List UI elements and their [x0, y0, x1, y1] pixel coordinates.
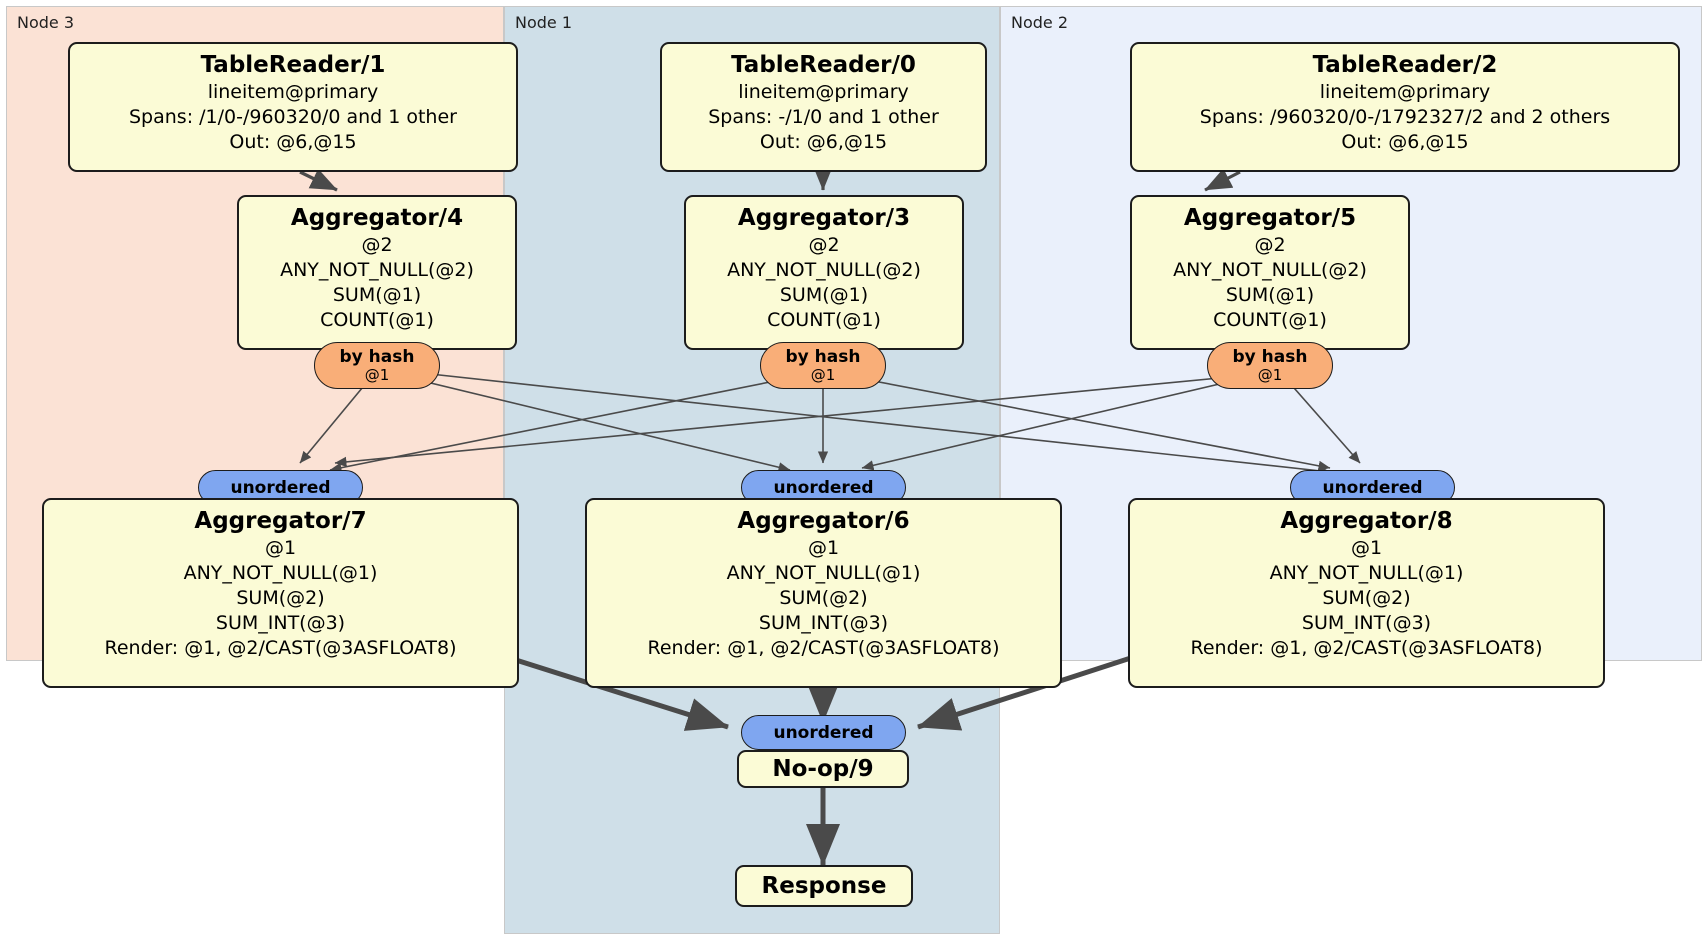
badge-label: unordered — [1322, 477, 1423, 498]
processor-line: @1 — [1350, 537, 1383, 559]
processor-line: @2 — [808, 234, 840, 256]
processor-tablereader-0[interactable]: TableReader/0 lineitem@primary Spans: -/… — [660, 42, 987, 172]
processor-line: @2 — [361, 234, 393, 256]
badge-sub: @1 — [364, 366, 390, 384]
processor-title: Aggregator/7 — [194, 508, 367, 534]
processor-title: Aggregator/8 — [1280, 508, 1453, 534]
processor-line: SUM_INT(@3) — [758, 612, 889, 634]
processor-line: ANY_NOT_NULL(@1) — [183, 562, 378, 584]
processor-line: Render: @1, @2/CAST(@3ASFLOAT8) — [1190, 637, 1543, 659]
processor-line: ANY_NOT_NULL(@2) — [727, 259, 921, 281]
processor-line: lineitem@primary — [1319, 81, 1491, 103]
processor-line: COUNT(@1) — [320, 309, 434, 331]
processor-response[interactable]: Response — [735, 865, 913, 907]
processor-line: Spans: -/1/0 and 1 other — [708, 106, 939, 128]
input-synchronizer-unordered-final[interactable]: unordered — [741, 715, 906, 750]
processor-line: Out: @6,@15 — [1341, 131, 1469, 153]
processor-tablereader-1[interactable]: TableReader/1 lineitem@primary Spans: /1… — [68, 42, 518, 172]
processor-line: Out: @6,@15 — [229, 131, 357, 153]
processor-title: Aggregator/3 — [737, 205, 911, 231]
output-router-by-hash-center[interactable]: by hash @1 — [760, 342, 886, 389]
region-node-3-label: Node 3 — [17, 13, 75, 32]
processor-line: Out: @6,@15 — [759, 131, 888, 153]
processor-tablereader-2[interactable]: TableReader/2 lineitem@primary Spans: /9… — [1130, 42, 1680, 172]
processor-title: TableReader/2 — [1312, 52, 1498, 78]
badge-label: by hash — [339, 347, 415, 367]
processor-line: SUM(@2) — [779, 587, 868, 609]
processor-line: ANY_NOT_NULL(@1) — [1269, 562, 1464, 584]
processor-line: lineitem@primary — [207, 81, 379, 103]
processor-line: Render: @1, @2/CAST(@3ASFLOAT8) — [104, 637, 457, 659]
badge-sub: @1 — [810, 366, 836, 384]
processor-aggregator-5[interactable]: Aggregator/5 @2 ANY_NOT_NULL(@2) SUM(@1)… — [1130, 195, 1410, 350]
region-node-1-label: Node 1 — [515, 13, 573, 32]
processor-line: @1 — [807, 537, 840, 559]
output-router-by-hash-right[interactable]: by hash @1 — [1207, 342, 1333, 389]
badge-label: unordered — [773, 477, 874, 498]
processor-aggregator-3[interactable]: Aggregator/3 @2 ANY_NOT_NULL(@2) SUM(@1)… — [684, 195, 964, 350]
processor-line: SUM(@2) — [236, 587, 325, 609]
processor-line: ANY_NOT_NULL(@2) — [280, 259, 474, 281]
processor-title: Aggregator/5 — [1183, 205, 1357, 231]
processor-line: SUM(@1) — [332, 284, 422, 306]
processor-aggregator-7[interactable]: Aggregator/7 @1 ANY_NOT_NULL(@1) SUM(@2)… — [42, 498, 519, 688]
processor-no-op-9[interactable]: No-op/9 — [737, 750, 909, 788]
badge-label: unordered — [773, 722, 874, 743]
processor-aggregator-4[interactable]: Aggregator/4 @2 ANY_NOT_NULL(@2) SUM(@1)… — [237, 195, 517, 350]
badge-label: by hash — [785, 347, 861, 367]
processor-line: SUM_INT(@3) — [1301, 612, 1432, 634]
processor-line: ANY_NOT_NULL(@2) — [1173, 259, 1367, 281]
processor-line: SUM_INT(@3) — [215, 612, 346, 634]
processor-aggregator-6[interactable]: Aggregator/6 @1 ANY_NOT_NULL(@1) SUM(@2)… — [585, 498, 1062, 688]
processor-line: ANY_NOT_NULL(@1) — [726, 562, 921, 584]
processor-line: COUNT(@1) — [767, 309, 881, 331]
processor-line: SUM(@1) — [1225, 284, 1315, 306]
processor-line: COUNT(@1) — [1213, 309, 1327, 331]
processor-line: SUM(@1) — [779, 284, 869, 306]
processor-line: lineitem@primary — [738, 81, 909, 103]
processor-line: Spans: /1/0-/960320/0 and 1 other — [129, 106, 457, 128]
region-node-2-label: Node 2 — [1011, 13, 1069, 32]
processor-line: @1 — [264, 537, 297, 559]
badge-label: unordered — [230, 477, 331, 498]
processor-title: No-op/9 — [772, 756, 874, 782]
processor-aggregator-8[interactable]: Aggregator/8 @1 ANY_NOT_NULL(@1) SUM(@2)… — [1128, 498, 1605, 688]
processor-line: Spans: /960320/0-/1792327/2 and 2 others — [1199, 106, 1611, 128]
badge-sub: @1 — [1257, 366, 1283, 384]
processor-line: Render: @1, @2/CAST(@3ASFLOAT8) — [647, 637, 1000, 659]
processor-title: Aggregator/6 — [737, 508, 910, 534]
processor-title: Aggregator/4 — [290, 205, 464, 231]
processor-title: Response — [761, 873, 887, 899]
processor-line: SUM(@2) — [1322, 587, 1411, 609]
processor-line: @2 — [1254, 234, 1286, 256]
output-router-by-hash-left[interactable]: by hash @1 — [314, 342, 440, 389]
processor-title: TableReader/1 — [200, 52, 386, 78]
processor-title: TableReader/0 — [731, 52, 916, 78]
badge-label: by hash — [1232, 347, 1308, 367]
